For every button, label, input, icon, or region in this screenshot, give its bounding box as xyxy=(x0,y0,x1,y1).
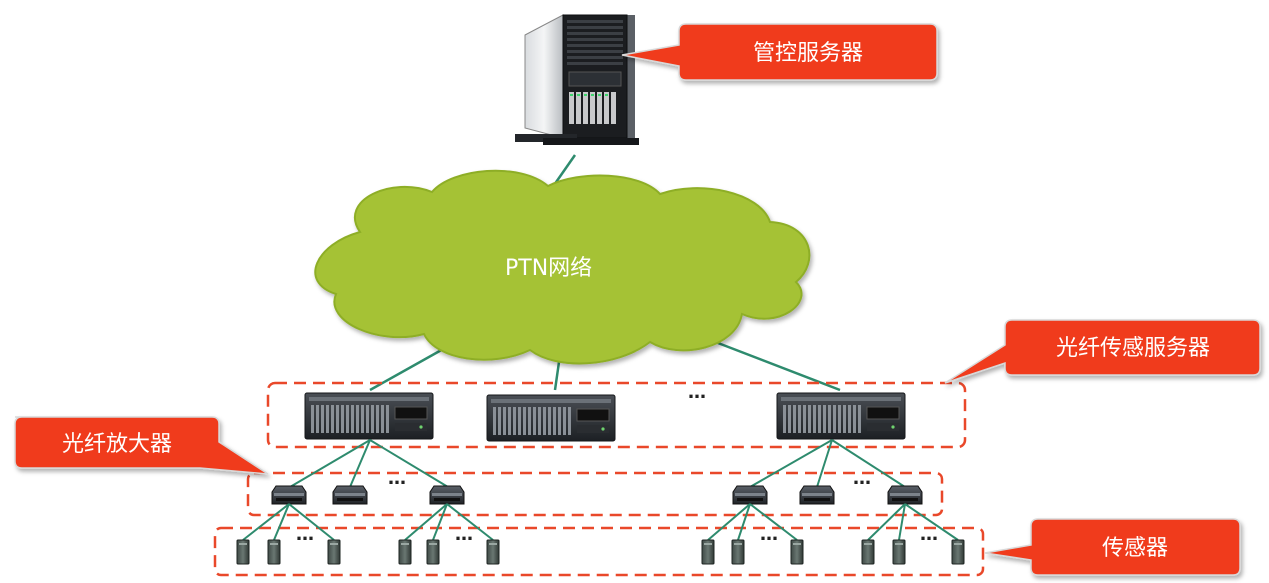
tower-server xyxy=(515,14,639,145)
sensor xyxy=(951,539,965,565)
sensor xyxy=(327,539,341,565)
fiber-amplifier xyxy=(332,485,368,505)
fiber-amplifier-group xyxy=(246,471,944,517)
sensor xyxy=(426,539,440,565)
fiber-amplifier xyxy=(732,485,768,505)
callout-sensor-label: 传感器 xyxy=(1102,536,1168,561)
callout-control-server-label: 管控服务器 xyxy=(753,41,863,66)
fiber-amplifier xyxy=(429,485,465,505)
group-boxes xyxy=(213,381,985,577)
fiber-amplifier xyxy=(799,485,835,505)
fiber-amplifiers: … … xyxy=(271,468,923,505)
amps-ellipsis-left: … xyxy=(388,468,406,489)
link-cloud-fs1 xyxy=(369,346,446,392)
sensor xyxy=(701,539,715,565)
amp-sensor-links xyxy=(242,503,959,541)
amps-ellipsis-right: … xyxy=(853,468,871,489)
sensor xyxy=(486,539,500,565)
fiber-amplifier xyxy=(887,485,923,505)
sensor-group xyxy=(213,526,985,577)
callout-fiber-sensing-server: 光纤传感服务器 xyxy=(944,319,1261,384)
ptn-cloud: PTN网络 xyxy=(314,169,811,365)
cloud-label: PTN网络 xyxy=(505,256,592,281)
sensor xyxy=(267,539,281,565)
fiber-sensing-server xyxy=(776,392,906,440)
fiber-sensing-server xyxy=(304,392,434,440)
sensors-ellipsis-1: … xyxy=(296,524,314,545)
fiber-sensing-server xyxy=(486,394,616,442)
callout-fiber-amplifier: 光纤放大器 xyxy=(14,416,269,475)
callout-fiber-sensing-server-label: 光纤传感服务器 xyxy=(1056,336,1210,361)
fiber-sensing-server-group xyxy=(266,381,967,449)
fiber-sensing-servers: … xyxy=(304,382,906,442)
sensors-ellipsis-4: … xyxy=(920,524,938,545)
sensor xyxy=(236,539,250,565)
sensors-ellipsis-3: … xyxy=(760,524,778,545)
sensors: … … … … xyxy=(236,524,965,565)
fiber-amplifier xyxy=(271,485,307,505)
callout-sensor: 传感器 xyxy=(984,518,1241,576)
callout-fiber-amplifier-label: 光纤放大器 xyxy=(62,432,172,457)
sensor xyxy=(731,539,745,565)
sensor xyxy=(790,539,804,565)
callout-control-server: 管控服务器 xyxy=(621,23,938,81)
sensor xyxy=(398,539,412,565)
sensor xyxy=(892,539,906,565)
sensors-ellipsis-2: … xyxy=(455,524,473,545)
sensor xyxy=(861,539,875,565)
link-cloud-fs3 xyxy=(704,336,841,392)
server-amp-links xyxy=(289,439,906,488)
servers-ellipsis: … xyxy=(688,382,706,403)
